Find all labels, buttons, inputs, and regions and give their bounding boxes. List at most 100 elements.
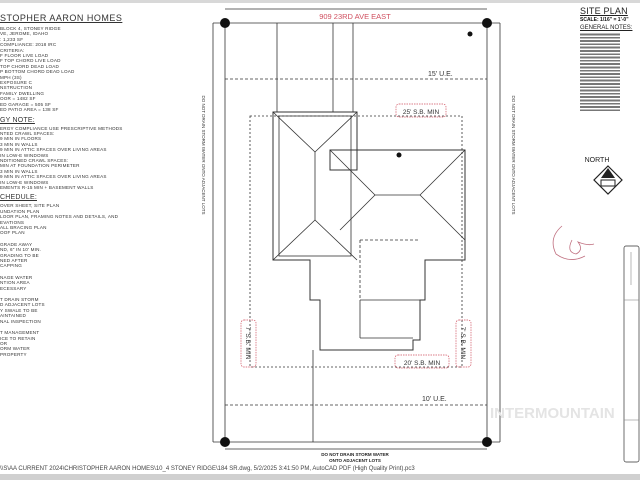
bottom-drainage-note-1: DO NOT DRAIN STORM WATER xyxy=(321,452,389,457)
note-line: COMPLIANCE: 2018 IRC xyxy=(0,42,57,48)
note-line: EVATIONS xyxy=(0,219,25,225)
note-line: ORM WATER xyxy=(0,346,30,352)
note-line: NTION AREA xyxy=(0,280,30,286)
sheet-title: SITE PLAN xyxy=(580,6,628,16)
note-line: T DRAIN STORM xyxy=(0,297,39,303)
note-line: MIN AT FOUNDATION PERIMETER xyxy=(0,163,80,169)
schedule-title: CHEDULE: xyxy=(0,194,37,202)
engineer-stamp-icon xyxy=(552,225,595,260)
note-line: ERGY COMPLIANCE USE PRESCRIPTIVE METHODS xyxy=(0,125,123,131)
note-line: ECESSARY xyxy=(0,285,27,291)
note-line: F TOP CHORD LIVE LOAD xyxy=(0,58,61,64)
note-line: EXPOSURE C xyxy=(0,80,33,86)
note-line: AINTAINED xyxy=(0,313,26,319)
rear-setback-box xyxy=(394,354,450,369)
roof-hip-line xyxy=(314,111,358,153)
address-label: 909 23RD AVE EAST xyxy=(319,12,391,21)
watermark: INTERMOUNTAIN xyxy=(490,405,615,422)
note-line: 9 MIN IN ATTIC SPACES OVER LIVING AREAS xyxy=(0,174,107,180)
note-line: ALL BRACING PLAN xyxy=(0,225,47,230)
note-line: ICE TO RETAIN xyxy=(0,335,36,341)
roof-hip-line xyxy=(272,111,316,153)
right-setback-box xyxy=(455,319,472,368)
note-line: F FLOOR LIVE LOAD xyxy=(0,53,49,59)
note-line: OOF PLAN xyxy=(0,230,25,236)
note-line: : 1,233 SF xyxy=(0,36,24,42)
note-line: OR xyxy=(0,340,8,346)
bottom-drainage-note-2: ONTO ADJACENT LOTS xyxy=(329,458,381,463)
note-line: ND, 6" IN 10' MIN. xyxy=(0,247,42,253)
elevation-marker xyxy=(467,31,473,37)
note-line: LOOR PLAN, FRAMING NOTES AND DETAILS, AN… xyxy=(0,214,119,220)
corner-pin xyxy=(482,437,492,447)
right-panel: SITE PLAN SCALE: 1/16" = 1'-0" GENERAL N… xyxy=(580,6,638,112)
note-line: NTED CRAWL SPACES: xyxy=(0,130,55,136)
north-arrow-icon xyxy=(593,165,623,195)
garage-outline xyxy=(278,115,352,257)
note-line: 9 MIN IN FLOORS xyxy=(0,136,42,142)
corner-pin xyxy=(220,437,230,447)
front-easement-label: 15' U.E. xyxy=(428,71,453,78)
note-line: 9 MIN IN ATTIC SPACES OVER LIVING AREAS xyxy=(0,147,107,153)
top-border xyxy=(0,0,640,3)
note-line: PROPERTY xyxy=(0,351,27,357)
note-line: MPH (3S) xyxy=(0,74,22,80)
left-setback-box xyxy=(240,319,257,368)
file-path-footer: \\S\AA CURRENT 2024\CHRISTOPHER AARON HO… xyxy=(0,466,415,472)
left-drainage-note: DO NOT DRAIN STORM WATER ONTO ADJACENT L… xyxy=(201,96,206,215)
front-setback-label: 25' S.B. MIN xyxy=(403,109,440,116)
rear-setback-label: 20' S.B. MIN xyxy=(404,360,441,367)
energy-notes: ERGY COMPLIANCE USE PRESCRIPTIVE METHODS… xyxy=(0,126,190,191)
roof-valley-line xyxy=(339,194,376,231)
rear-easement-label: 10' U.E. xyxy=(422,396,447,403)
note-line: UNDATION PLAN xyxy=(0,208,40,214)
note-line: ED PATIO AREA = 138 SF xyxy=(0,107,59,113)
note-line: CAPPING xyxy=(0,263,23,269)
note-line: IN LOW-E WINDOWS xyxy=(0,152,49,158)
note-line: BLOCK 4, STONEY RIDGE xyxy=(0,26,61,31)
note-line: P BOTTOM CHORD DEAD LOAD xyxy=(0,69,75,75)
bottom-border xyxy=(0,474,640,480)
roof-hip-line xyxy=(329,149,376,196)
note-line: GRADE AWAY xyxy=(0,241,33,247)
right-drainage-note: DO NOT DRAIN STORM WATER ONTO ADJACENT L… xyxy=(511,96,516,215)
left-notes-panel: STOPHER AARON HOMES BLOCK 4, STONEY RIDG… xyxy=(0,12,190,357)
note-line: D ADJACENT LOTS xyxy=(0,302,45,308)
note-line: NSTRUCTION xyxy=(0,85,33,91)
note-line: VE, JEROME, IDAHO xyxy=(0,31,49,37)
energy-note-title: GY NOTE: xyxy=(0,116,35,124)
title-block xyxy=(623,245,640,463)
note-line: OVER SHEET, SITE PLAN xyxy=(0,203,60,209)
right-setback-label: 7' S.B. MIN xyxy=(459,327,466,360)
note-line: FAMILY DWELLING xyxy=(0,90,45,96)
note-line: EMENTS R-15 MIN + BASEMENT WALLS xyxy=(0,184,94,190)
company-title: STOPHER AARON HOMES xyxy=(0,13,123,23)
roof-hip-line xyxy=(419,149,466,196)
note-line: IN LOW-E WINDOWS xyxy=(0,179,49,185)
note-line: T MANAGEMENT xyxy=(0,330,40,336)
roof-hip-line xyxy=(419,194,466,241)
note-line: NDITIONED CRAWL SPACES: xyxy=(0,157,69,163)
note-line: GRADING TO BE xyxy=(0,252,39,258)
general-notes-title: GENERAL NOTES: xyxy=(580,25,633,31)
note-line: NED AFTER xyxy=(0,258,28,264)
note-line: Y SWALE TO BE xyxy=(0,307,38,313)
note-line: 3 MIN IN WALLS xyxy=(0,141,38,147)
note-line: CRITERIA: xyxy=(0,47,25,53)
corner-pin xyxy=(482,18,492,28)
note-line: 3 MIN IN WALLS xyxy=(0,168,38,174)
note-line: TOP CHORD DEAD LOAD xyxy=(0,63,60,69)
setback-envelope xyxy=(249,115,463,368)
scale-label: SCALE: 1/16" = 1'-0" xyxy=(580,17,629,23)
roof-hip-line xyxy=(272,219,316,261)
general-notes-text xyxy=(580,32,620,112)
elevation-marker xyxy=(396,152,402,158)
note-line: NAL INSPECTION xyxy=(0,318,41,324)
note-line: OOR = 1482 SF xyxy=(0,96,36,102)
